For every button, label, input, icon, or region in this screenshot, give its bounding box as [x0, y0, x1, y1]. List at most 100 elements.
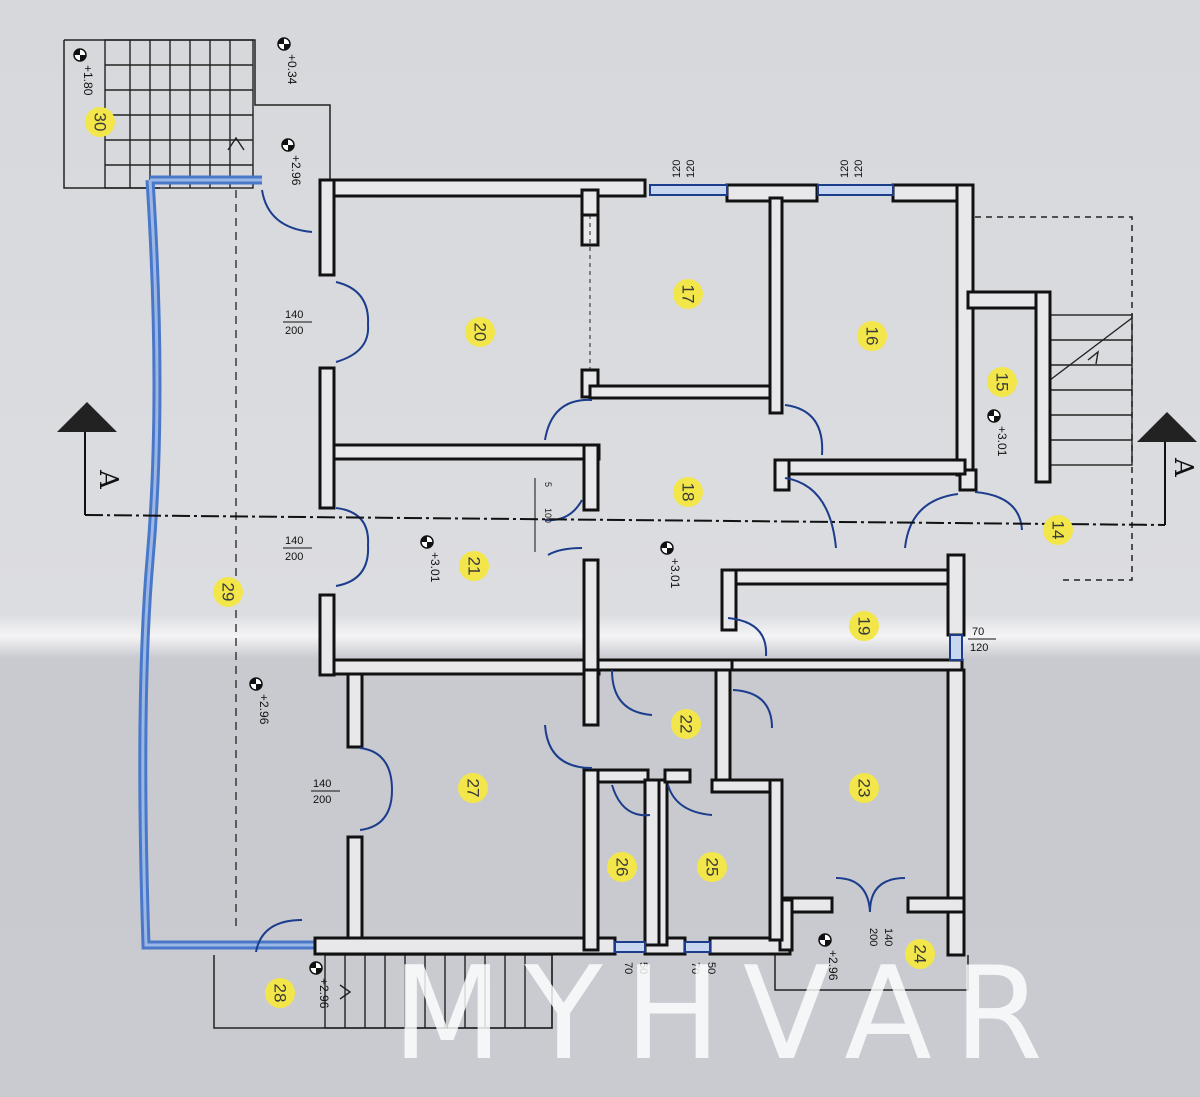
dim-win26-w: 50	[637, 962, 649, 974]
door-swings	[255, 189, 1023, 953]
elevation-e296_28: +2.96	[309, 961, 331, 1009]
room-badge	[849, 611, 879, 641]
room-label: 22	[677, 715, 696, 734]
room-label: 29	[219, 583, 238, 602]
room-badge	[458, 773, 488, 803]
dim-win25-w: 50	[705, 962, 717, 974]
room-marker-29: 29	[213, 577, 243, 607]
elevation-value: +3.01	[995, 426, 1009, 457]
dim-door20-h: 200	[285, 325, 303, 337]
section-label-right: A	[1168, 457, 1198, 478]
room-marker-23: 23	[849, 773, 879, 803]
room-marker-18: 18	[673, 477, 703, 507]
dim-win16-a: 120	[839, 160, 851, 178]
watermark: MYHVAR	[392, 940, 1065, 1089]
elevation-e180: +1.80	[73, 48, 95, 96]
room-label: 16	[863, 327, 882, 346]
room-badge	[673, 279, 703, 309]
room-marker-16: 16	[857, 321, 887, 351]
stairs-top	[104, 39, 254, 189]
elevation-e301_18: +3.01	[660, 541, 682, 589]
room-badge	[265, 978, 295, 1008]
terrace-29	[138, 175, 315, 950]
room-marker-15: 15	[987, 367, 1017, 397]
elevation-e301_15: +3.01	[987, 409, 1009, 457]
walls	[313, 178, 1052, 957]
room-marker-26: 26	[607, 852, 637, 882]
dim-step-b: 100	[543, 508, 553, 523]
room-label: 17	[679, 285, 698, 304]
elevation-value: +3.01	[428, 552, 442, 583]
room-marker-14: 14	[1043, 515, 1073, 545]
dim-door20-w: 140	[285, 309, 303, 321]
elevation-e296_29: +2.96	[249, 677, 271, 725]
room-label: 18	[679, 483, 698, 502]
elevation-value: +2.96	[317, 978, 331, 1009]
room-label: 24	[911, 945, 930, 964]
elevation-value: +0.34	[285, 54, 299, 85]
room-badge	[905, 939, 935, 969]
dim-win17-b: 120	[685, 160, 697, 178]
dimension-labels: 120 120 120 120 140 200 140 200 140 200 …	[283, 160, 996, 974]
room-badge	[671, 709, 701, 739]
dim-win19-h: 120	[970, 642, 988, 654]
elevation-markers: +1.80 +0.34 +2.96 +3.01 +3.01 +3.01 +2.96 +2.96…	[73, 37, 1009, 1009]
dim-door24-h: 200	[867, 928, 879, 946]
dim-win19-w: 70	[972, 626, 984, 638]
room-label: 26	[613, 858, 632, 877]
room-marker-28: 28	[265, 978, 295, 1008]
dim-door27-h: 200	[313, 794, 331, 806]
dim-door27-w: 140	[313, 778, 331, 790]
section-label-left: A	[93, 469, 123, 490]
elevation-value: +1.80	[81, 65, 95, 96]
room-marker-25: 25	[697, 852, 727, 882]
room-badge	[213, 577, 243, 607]
dim-door24-w: 140	[882, 928, 894, 946]
section-line	[57, 402, 1197, 526]
room-label: 21	[465, 557, 484, 576]
room-badge	[673, 477, 703, 507]
room-label: 15	[993, 373, 1012, 392]
room-label: 23	[855, 779, 874, 798]
room-label: 28	[271, 984, 290, 1003]
room-marker-27: 27	[458, 773, 488, 803]
dim-win16-b: 120	[853, 160, 865, 178]
elevation-e034: +0.34	[277, 37, 299, 85]
room-marker-30: 30	[85, 107, 115, 137]
room-label: 19	[855, 617, 874, 636]
room-badge	[465, 317, 495, 347]
elevation-e301_21: +3.01	[420, 535, 442, 583]
dim-step-a: 5	[543, 482, 553, 487]
room-marker-20: 20	[465, 317, 495, 347]
room-label: 14	[1049, 521, 1068, 540]
dim-door21-w: 140	[285, 535, 303, 547]
room-label: 27	[464, 779, 483, 798]
elevation-value: +3.01	[668, 558, 682, 589]
room-badge	[1043, 515, 1073, 545]
room-badge	[85, 107, 115, 137]
room-badge	[857, 321, 887, 351]
room-label: 30	[91, 113, 110, 132]
elevation-value: +2.96	[289, 155, 303, 186]
room-marker-22: 22	[671, 709, 701, 739]
room-marker-24: 24	[905, 939, 935, 969]
window-markers	[614, 184, 963, 953]
elevation-e296_24: +2.96	[818, 933, 840, 981]
room-marker-17: 17	[673, 279, 703, 309]
room-badge	[849, 773, 879, 803]
room-badge	[459, 551, 489, 581]
room-badge	[987, 367, 1017, 397]
room-marker-19: 19	[849, 611, 879, 641]
dim-win26-h: 70	[622, 962, 634, 974]
room-label: 20	[471, 323, 490, 342]
room-badge	[697, 852, 727, 882]
elevation-value: +2.96	[257, 694, 271, 725]
dim-win17-a: 120	[671, 160, 683, 178]
room-label: 25	[703, 858, 722, 877]
room-labels: 30 29 28 27 26 25 24 23 22 21 20 19 18 17 16 15 14	[85, 107, 1073, 1008]
dim-win25-h: 70	[689, 962, 701, 974]
elevation-value: +2.96	[826, 950, 840, 981]
elevation-e296_top: +2.96	[281, 138, 303, 186]
room-badge	[607, 852, 637, 882]
